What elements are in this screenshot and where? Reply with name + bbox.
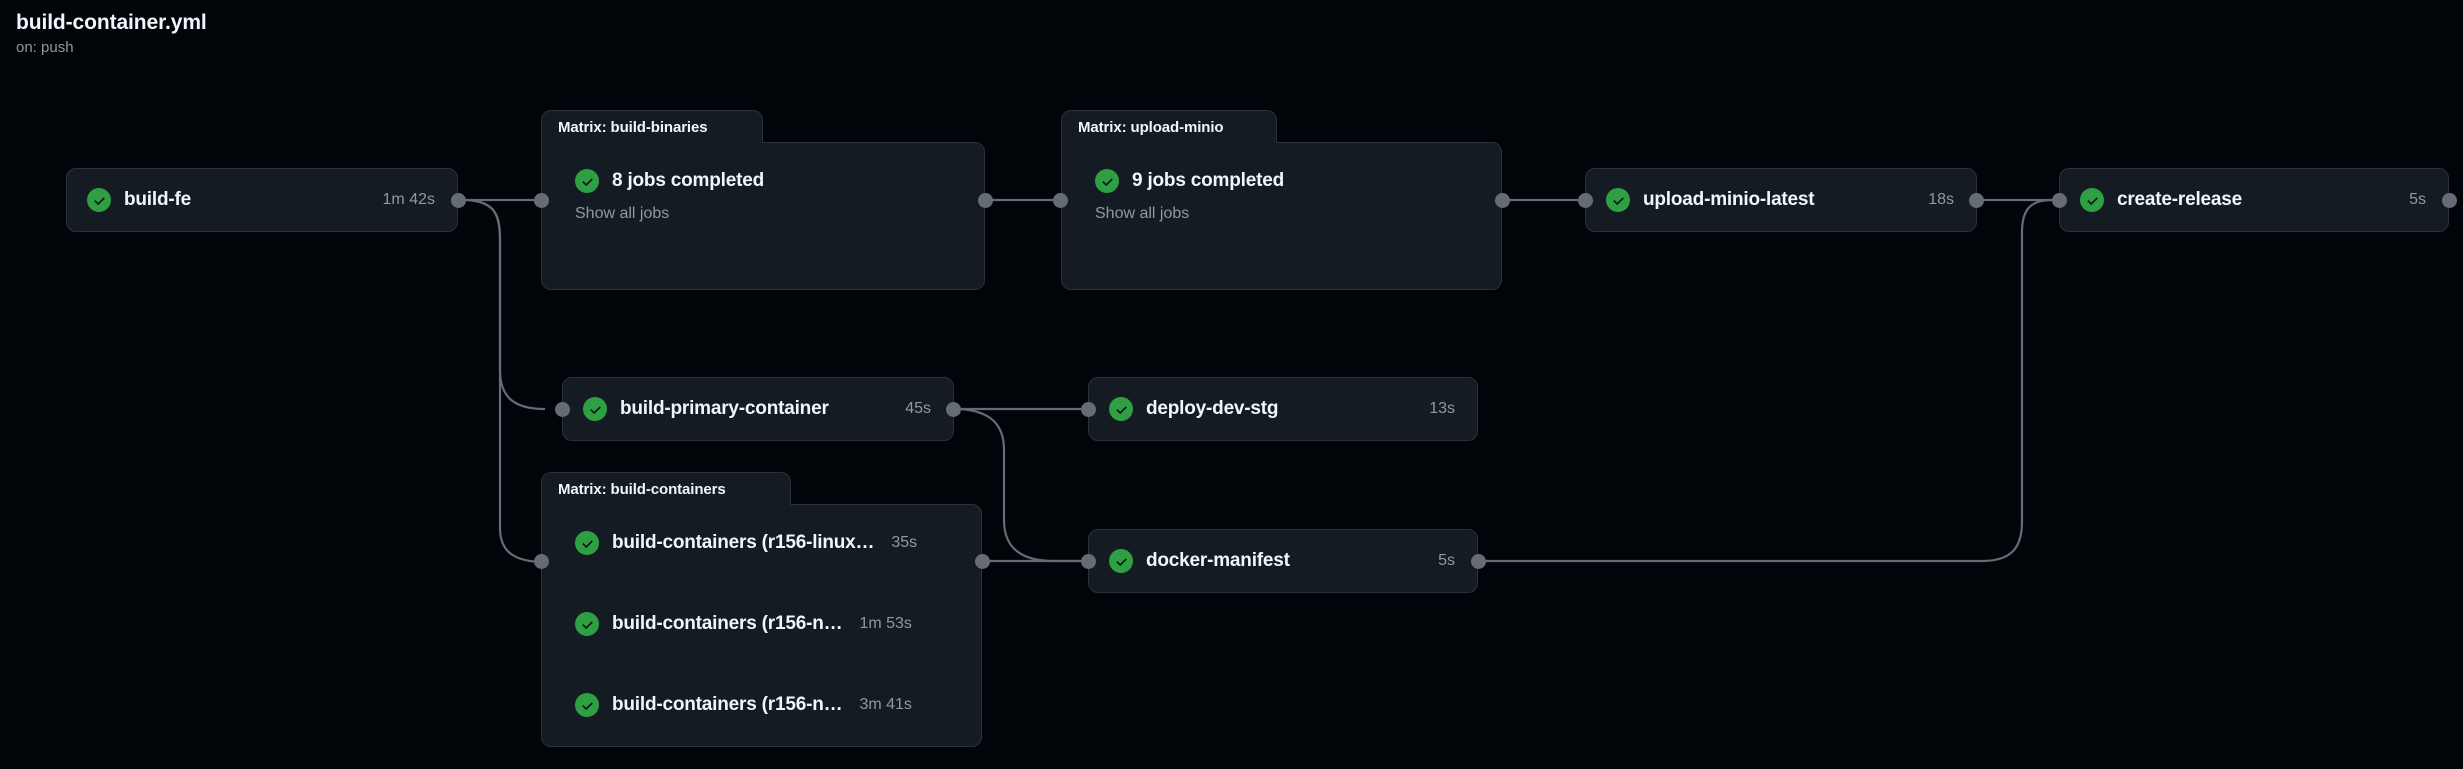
matrix-job-row[interactable]: build-containers (r156-linux… 35s xyxy=(575,530,962,556)
matrix-group-body xyxy=(541,142,985,290)
port-create-release-in[interactable] xyxy=(2052,193,2067,208)
show-all-jobs-link[interactable]: Show all jobs xyxy=(575,205,670,222)
job-label: deploy-dev-stg xyxy=(1146,398,1279,419)
check-circle-icon xyxy=(575,531,599,555)
edge-buildfe-to-buildprimary xyxy=(467,198,546,411)
port-upload-minio-latest-in[interactable] xyxy=(1578,193,1593,208)
job-label: build-fe xyxy=(124,189,191,210)
matrix-job-row[interactable]: build-containers (r156-n… 1m 53s xyxy=(575,611,962,637)
matrix-group-upload-minio[interactable]: Matrix: upload-minio 9 jobs completed Sh… xyxy=(1061,110,1502,290)
port-build-binaries-in[interactable] xyxy=(534,193,549,208)
check-circle-icon xyxy=(87,188,111,212)
workflow-header: build-container.yml on: push xyxy=(16,10,207,58)
matrix-job-label: build-containers (r156-linux… xyxy=(612,532,875,553)
matrix-group-title: Matrix: build-containers xyxy=(558,480,726,498)
matrix-job-row[interactable]: build-containers (r156-n… 3m 41s xyxy=(575,692,962,718)
job-duration: 5s xyxy=(2409,191,2426,208)
port-build-containers-out[interactable] xyxy=(975,554,990,569)
matrix-group-tab[interactable]: Matrix: build-containers xyxy=(541,472,791,505)
matrix-job-duration: 35s xyxy=(891,534,918,551)
port-build-containers-in[interactable] xyxy=(534,554,549,569)
job-label: docker-manifest xyxy=(1146,550,1290,571)
job-duration: 45s xyxy=(905,400,931,417)
check-circle-icon xyxy=(1109,549,1133,573)
port-build-binaries-out[interactable] xyxy=(978,193,993,208)
matrix-job-duration: 1m 53s xyxy=(859,615,912,632)
workflow-trigger: on: push xyxy=(16,39,74,56)
check-circle-icon xyxy=(1606,188,1630,212)
job-node-build-primary-container[interactable]: build-primary-container 45s xyxy=(562,377,954,441)
matrix-group-tab[interactable]: Matrix: build-binaries xyxy=(541,110,763,143)
job-duration: 13s xyxy=(1429,400,1455,417)
matrix-summary-label: 9 jobs completed xyxy=(1132,170,1285,191)
port-build-fe-out[interactable] xyxy=(451,193,466,208)
matrix-group-tab[interactable]: Matrix: upload-minio xyxy=(1061,110,1277,143)
job-node-create-release[interactable]: create-release 5s xyxy=(2059,168,2449,232)
job-duration: 1m 42s xyxy=(382,191,435,208)
check-circle-icon xyxy=(575,169,599,193)
job-duration: 5s xyxy=(1438,552,1455,569)
matrix-group-title: Matrix: upload-minio xyxy=(1078,118,1224,136)
check-circle-icon xyxy=(2080,188,2104,212)
check-circle-icon xyxy=(583,397,607,421)
job-node-upload-minio-latest[interactable]: upload-minio-latest 18s xyxy=(1585,168,1977,232)
matrix-summary-row: 9 jobs completed xyxy=(1095,168,1482,194)
check-circle-icon xyxy=(1109,397,1133,421)
check-circle-icon xyxy=(575,612,599,636)
matrix-group-build-containers[interactable]: Matrix: build-containers build-container… xyxy=(541,472,982,747)
matrix-job-duration: 3m 41s xyxy=(859,696,912,713)
matrix-summary-label: 8 jobs completed xyxy=(612,170,765,191)
matrix-group-build-binaries[interactable]: Matrix: build-binaries 8 jobs completed … xyxy=(541,110,985,290)
check-circle-icon xyxy=(575,693,599,717)
job-label: build-primary-container xyxy=(620,398,829,419)
matrix-job-label: build-containers (r156-n… xyxy=(612,694,843,715)
matrix-group-content: 9 jobs completed Show all jobs xyxy=(1061,142,1502,290)
matrix-group-content: build-containers (r156-linux… 35s build-… xyxy=(541,504,982,747)
matrix-summary-row: 8 jobs completed xyxy=(575,168,965,194)
port-docker-manifest-out[interactable] xyxy=(1471,554,1486,569)
job-label: upload-minio-latest xyxy=(1643,189,1815,210)
port-build-primary-container-out[interactable] xyxy=(946,402,961,417)
job-duration: 18s xyxy=(1928,191,1954,208)
matrix-group-body xyxy=(1061,142,1502,290)
edge-dockermanifest-to-createrelease xyxy=(1478,198,2053,563)
port-create-release-out[interactable] xyxy=(2442,193,2457,208)
port-upload-minio-out[interactable] xyxy=(1495,193,1510,208)
matrix-job-label: build-containers (r156-n… xyxy=(612,613,843,634)
port-build-primary-container-in[interactable] xyxy=(555,402,570,417)
page-title: build-container.yml xyxy=(16,11,207,34)
port-upload-minio-latest-out[interactable] xyxy=(1969,193,1984,208)
matrix-group-title: Matrix: build-binaries xyxy=(558,118,708,136)
matrix-group-content: 8 jobs completed Show all jobs xyxy=(541,142,985,290)
edge-buildfe-to-buildcontainers xyxy=(467,198,546,564)
check-circle-icon xyxy=(1095,169,1119,193)
job-node-build-fe[interactable]: build-fe 1m 42s xyxy=(66,168,458,232)
job-label: create-release xyxy=(2117,189,2243,210)
show-all-jobs-link[interactable]: Show all jobs xyxy=(1095,205,1190,222)
port-upload-minio-in[interactable] xyxy=(1053,193,1068,208)
job-node-deploy-dev-stg[interactable]: deploy-dev-stg 13s xyxy=(1088,377,1478,441)
port-deploy-dev-stg-in[interactable] xyxy=(1081,402,1096,417)
job-node-docker-manifest[interactable]: docker-manifest 5s xyxy=(1088,529,1478,593)
port-docker-manifest-in[interactable] xyxy=(1081,554,1096,569)
